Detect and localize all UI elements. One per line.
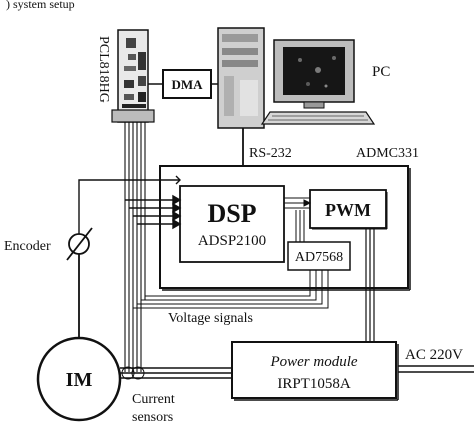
pcl818hg-card: [111, 29, 155, 123]
pc-monitor: [260, 39, 376, 125]
card-label: PCL818HG: [96, 36, 111, 103]
encoder-feedback-line: [78, 179, 180, 234]
induction-motor: [36, 336, 122, 422]
dsp-block: [179, 185, 285, 263]
ad7568-label: AD7568: [295, 250, 343, 265]
power-module-title: Power module: [269, 354, 357, 370]
encoder-label: Encoder: [4, 239, 51, 254]
pc-label: PC: [372, 64, 390, 80]
dma-box: [162, 69, 212, 99]
ad7568-block: [287, 241, 351, 271]
current-sensors-label-line1: Current: [132, 392, 175, 407]
card-bus: [124, 122, 146, 372]
ac-label: AC 220V: [405, 347, 463, 363]
rs232-label: RS-232: [249, 146, 292, 161]
dsp-dac-bus: [295, 210, 305, 242]
pwm-block: [309, 189, 387, 229]
power-module-box: [231, 341, 397, 399]
dsp-chip-label: ADSP2100: [198, 233, 266, 249]
voltage-label: Voltage signals: [168, 311, 253, 326]
current-sensors-label-line2: sensors: [132, 410, 173, 425]
voltage-signal-lines: [133, 270, 329, 309]
power-module-part: IRPT1058A: [277, 376, 351, 392]
dsp-pwm-bus: [284, 197, 312, 209]
admc331-label: ADMC331: [356, 146, 419, 161]
dsp-label: DSP: [207, 199, 256, 228]
pwm-label: PWM: [325, 200, 371, 220]
current-sensor-loops: [121, 366, 145, 380]
dsp-input-arrows: [125, 194, 182, 230]
dma-label: DMA: [171, 77, 203, 92]
motor-label: IM: [66, 369, 93, 391]
motor-power-cables: [120, 367, 232, 379]
pwm-gate-lines: [365, 228, 375, 342]
pc-tower: [217, 27, 265, 129]
top-caption: ) system setup: [6, 0, 75, 11]
